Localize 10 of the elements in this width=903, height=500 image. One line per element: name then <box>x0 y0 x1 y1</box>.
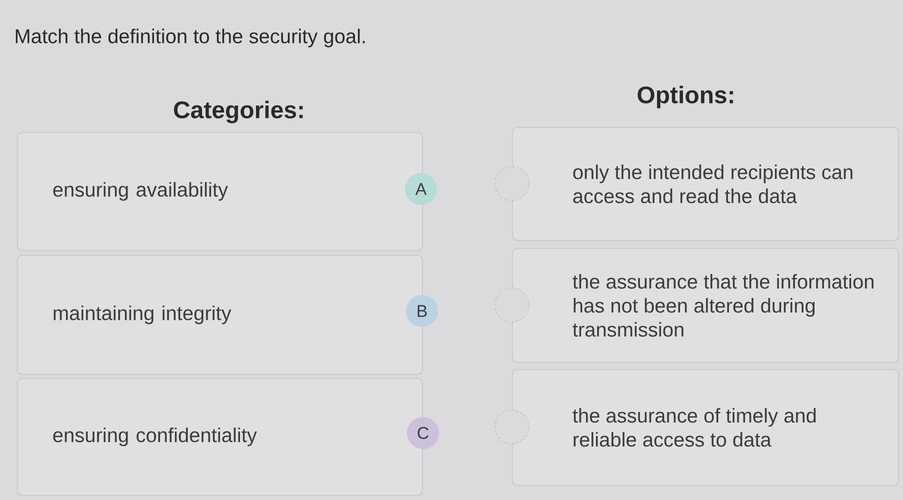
option-box: only the intended recipients can access and read the data <box>512 127 899 241</box>
option-box: the assurance of timely and reliable access to data <box>512 369 899 486</box>
letter-badge: A <box>405 173 437 205</box>
drop-target <box>494 288 530 322</box>
drop-target <box>494 410 530 444</box>
option-box: the assurance that the information has not been altered during transmission <box>512 248 899 363</box>
letter-badge: B <box>406 295 438 327</box>
drop-target <box>494 166 530 201</box>
title: Match the definition to the security goal. <box>16 28 365 48</box>
letter-badge: C <box>407 417 439 449</box>
